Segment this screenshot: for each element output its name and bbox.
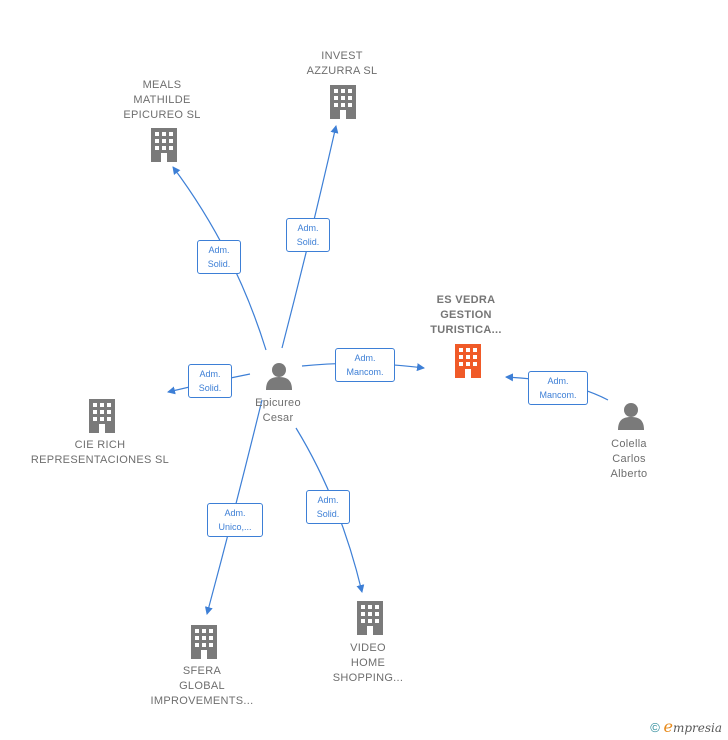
building-icon-video[interactable] — [357, 601, 383, 635]
person-icon-colella[interactable] — [618, 403, 644, 430]
building-icon-esvedra[interactable] — [455, 344, 481, 378]
building-icon-invest[interactable] — [330, 85, 356, 119]
building-icon-cierich[interactable] — [89, 399, 115, 433]
person-icon-epicureo[interactable] — [266, 363, 292, 390]
edge-label-video: Adm.Solid. — [306, 490, 350, 524]
building-icon-sfera[interactable] — [191, 625, 217, 659]
copyright-icon: © — [650, 720, 660, 735]
edge-label-colella: Adm.Mancom. — [528, 371, 588, 405]
building-icon-meals[interactable] — [151, 128, 177, 162]
empresia-logo: © empresia — [650, 717, 722, 736]
edge-label-sfera: Adm.Unico,... — [207, 503, 263, 537]
edge-label-meals: Adm.Solid. — [197, 240, 241, 274]
brand-e: e — [663, 717, 673, 736]
edge-label-cierich: Adm.Solid. — [188, 364, 232, 398]
edge-label-esvedra: Adm.Mancom. — [335, 348, 395, 382]
brand-rest: mpresia — [672, 721, 722, 735]
edge-label-invest: Adm.Solid. — [286, 218, 330, 252]
